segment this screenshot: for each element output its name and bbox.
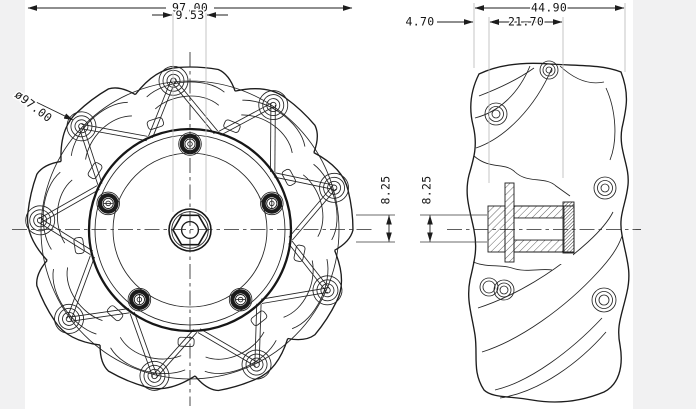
screw xyxy=(127,287,152,312)
screw xyxy=(260,191,284,216)
side-silhouette xyxy=(466,62,630,403)
dim-side-hub-length: 21.70 xyxy=(489,13,563,30)
side-view xyxy=(466,60,630,403)
hex-bore xyxy=(172,214,208,246)
dim-side-hub-offset: 8.25 xyxy=(418,174,435,242)
dim-label-hub-length: 21.70 xyxy=(508,15,544,29)
dim-label-overall-width: 97.00 xyxy=(172,1,208,15)
dim-side-overall-depth: 44.90 xyxy=(474,0,625,16)
bore xyxy=(513,217,565,241)
dim-label-roller-width: 9.53 xyxy=(176,8,205,22)
web-section xyxy=(504,182,515,263)
hub-section xyxy=(472,155,575,271)
screw xyxy=(96,191,120,216)
break-line-bottom xyxy=(472,261,553,271)
dim-front-overall-width: 97.00 xyxy=(27,0,353,16)
side-roller-texture xyxy=(474,60,623,399)
dim-front-roller-width: 9.53 xyxy=(152,6,228,23)
dim-label-flange-thickness: 4.70 xyxy=(406,15,435,29)
dim-label-front-hub-offset: 8.25 xyxy=(379,176,393,205)
shaft-block xyxy=(562,201,575,254)
dim-side-flange-thickness: 4.70 xyxy=(404,13,501,30)
dim-front-hub-offset: 8.25 xyxy=(377,174,394,242)
flange-section xyxy=(487,205,506,253)
screw xyxy=(228,287,253,312)
dim-label-side-hub-offset: 8.25 xyxy=(420,176,434,205)
dim-label-overall-depth: 44.90 xyxy=(531,1,567,15)
break-line-top xyxy=(473,155,571,197)
